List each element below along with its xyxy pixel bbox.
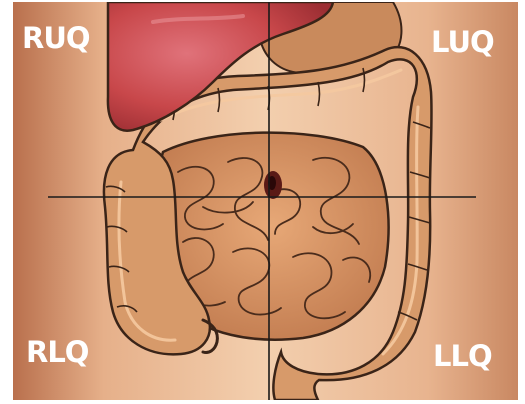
label-rlq: RLQ: [26, 335, 89, 369]
label-luq: LUQ: [431, 25, 494, 59]
label-llq: LLQ: [433, 339, 492, 373]
abdominal-quadrants-diagram: RUQ LUQ RLQ LLQ: [13, 2, 518, 400]
label-ruq: RUQ: [22, 21, 90, 55]
